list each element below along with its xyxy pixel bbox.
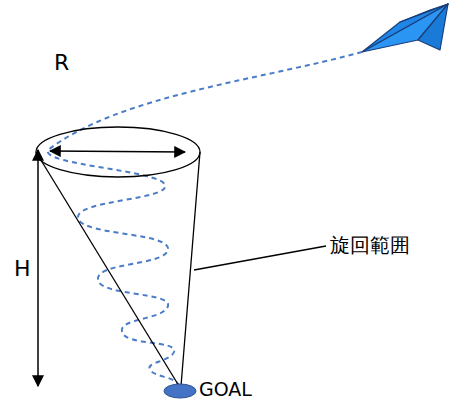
flight-path [48, 52, 362, 388]
height-label: H [14, 258, 31, 280]
height-arrow [37, 150, 39, 386]
goal-label: GOAL [199, 380, 252, 399]
radius-arrow [50, 151, 185, 152]
goal-marker [164, 384, 196, 398]
leader-line [194, 246, 326, 270]
region-label: 旋回範囲 [330, 235, 410, 255]
paper-plane [362, 4, 448, 52]
radius-label: R [54, 52, 69, 74]
cone-outline [36, 127, 200, 386]
